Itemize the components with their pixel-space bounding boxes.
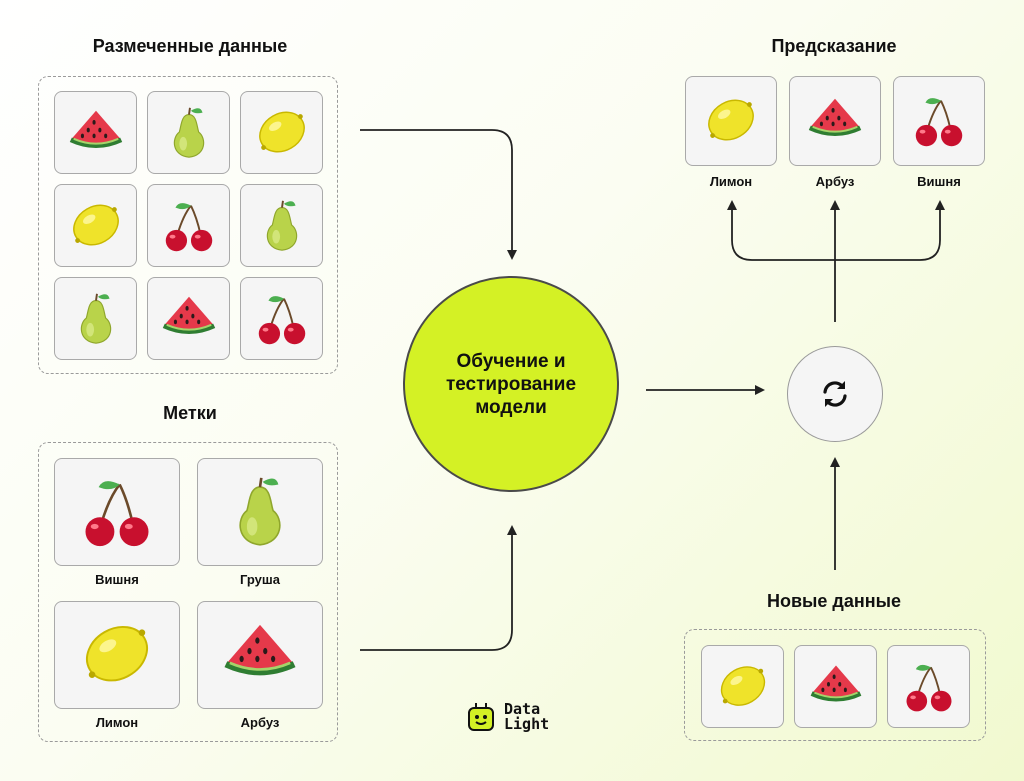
cherry-icon (158, 195, 220, 257)
new-data-box (684, 629, 986, 741)
labeled-data-tile (54, 184, 137, 267)
brand-logo: Data Light (466, 701, 549, 733)
pear-icon (65, 288, 127, 350)
new-data-title: Новые данные (766, 591, 901, 611)
new-data-tile (887, 645, 970, 728)
label-name: Лимон (95, 715, 139, 730)
labeled-data-tile (240, 277, 323, 360)
labeled-data-tile (54, 91, 137, 174)
labels-title: Метки (163, 403, 217, 423)
arrow-to-pred-lemon (727, 200, 835, 261)
label-tile (54, 601, 180, 709)
lemon-icon (713, 657, 773, 717)
labeled-data-tile (147, 277, 230, 360)
brand-line1: Data (504, 700, 541, 718)
labeled-data-tile (240, 91, 323, 174)
robot-logo-icon (468, 703, 494, 731)
pear-icon (218, 470, 302, 554)
cherry-icon (908, 90, 970, 152)
prediction-tile (893, 76, 985, 166)
lemon-icon (65, 195, 127, 257)
labeled-data-title: Размеченные данные (92, 36, 288, 56)
cherry-icon (251, 288, 313, 350)
cherry-icon (899, 657, 959, 717)
arrow-labels-to-model (360, 525, 517, 651)
label-name: Арбуз (240, 715, 280, 730)
label-name: Груша (240, 572, 280, 587)
label-tile (197, 458, 323, 566)
refresh-icon (823, 381, 847, 407)
labeled-data-tile (240, 184, 323, 267)
label-tile (54, 458, 180, 566)
prediction-label: Лимон (709, 174, 753, 189)
labeled-data-tile (147, 184, 230, 267)
brand-line2: Light (504, 715, 550, 733)
model-training-label: Обучение и тестирование модели (445, 350, 577, 418)
arrow-labeled-to-model (360, 129, 517, 260)
labels-box (38, 442, 338, 742)
prediction-sync-node (787, 346, 883, 442)
watermelon-icon (65, 102, 127, 164)
lemon-icon (700, 90, 762, 152)
pear-icon (158, 102, 220, 164)
arrow-to-pred-cherry (835, 200, 945, 261)
labeled-data-tile (54, 277, 137, 360)
watermelon-icon (806, 657, 866, 717)
watermelon-icon (804, 90, 866, 152)
prediction-tile (789, 76, 881, 166)
pear-icon (251, 195, 313, 257)
new-data-tile (701, 645, 784, 728)
labeled-data-box (38, 76, 338, 374)
label-tile (197, 601, 323, 709)
prediction-label: Вишня (917, 174, 961, 189)
lemon-icon (75, 613, 159, 697)
cherry-icon (75, 470, 159, 554)
model-training-node: Обучение и тестирование модели (403, 276, 619, 492)
prediction-title: Предсказание (771, 36, 897, 56)
prediction-tile (685, 76, 777, 166)
label-name: Вишня (95, 572, 139, 587)
watermelon-icon (158, 288, 220, 350)
prediction-label: Арбуз (815, 174, 855, 189)
new-data-tile (794, 645, 877, 728)
lemon-icon (251, 102, 313, 164)
labeled-data-tile (147, 91, 230, 174)
watermelon-icon (218, 613, 302, 697)
